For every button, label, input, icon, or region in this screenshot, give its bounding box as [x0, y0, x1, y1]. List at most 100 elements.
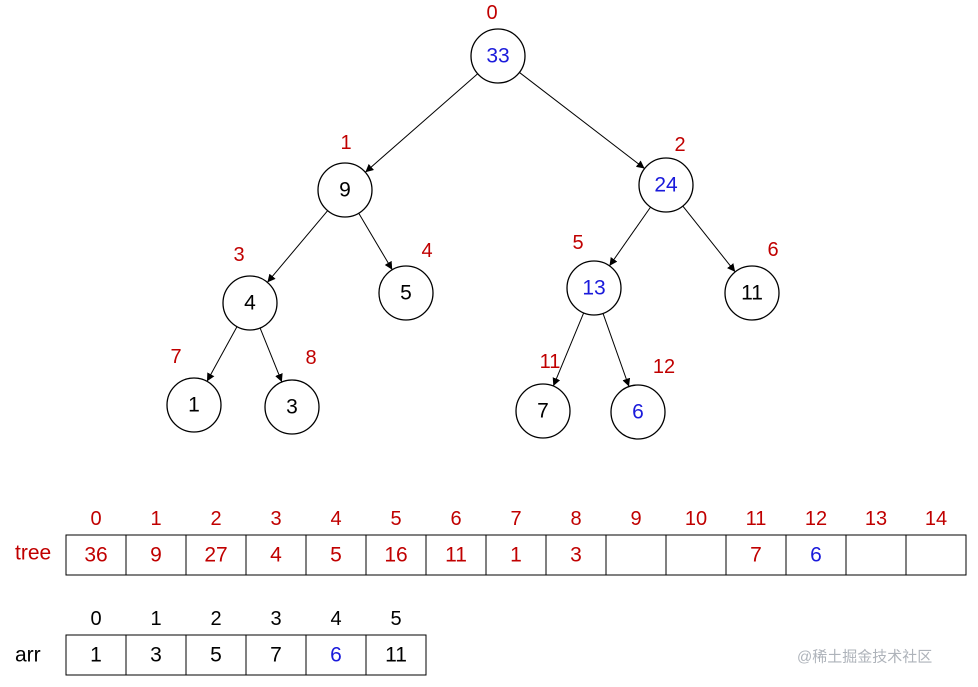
array-cell-index: 4: [330, 508, 341, 530]
tree-array-cell-5: 16 5: [365, 508, 427, 576]
array-cell-index: 3: [270, 508, 281, 530]
array-cell-index: 12: [805, 508, 827, 530]
tree-node-index: 12: [653, 356, 675, 378]
array-cell-box: [65, 534, 127, 576]
array-cell-value: 7: [750, 544, 762, 567]
array-cell-index: 9: [630, 508, 641, 530]
array-cell-value: 6: [810, 544, 822, 567]
array-cell-index: 2: [210, 508, 221, 530]
arr-array-cell-5: 11 5: [365, 608, 427, 676]
array-cell-box: [65, 634, 127, 676]
array-cell-index: 14: [925, 508, 947, 530]
tree-node-index: 11: [540, 351, 561, 373]
tree-array-cell-12: 6 12: [785, 508, 847, 576]
tree-array-cell-1: 91: [125, 508, 187, 576]
array-cell-index: 8: [570, 508, 581, 530]
tree-node-index: 6: [767, 239, 778, 261]
array-cell-box: [125, 534, 187, 576]
tree-array-cell-8: 38: [545, 508, 607, 576]
array-cell-index: 3: [270, 608, 281, 630]
tree-node-index: 4: [421, 240, 432, 262]
watermark: @稀土掘金技术社区: [797, 649, 932, 666]
tree-array-cell-2: 27 2: [185, 508, 247, 576]
tree-edge-0-1: [364, 73, 479, 173]
array-cell-box: [725, 534, 787, 576]
array-cell-box: [365, 534, 427, 576]
tree-edge-2-6: [682, 205, 736, 273]
tree-edge-2-5: [609, 206, 651, 267]
tree-array-cell-6: 116: [425, 508, 487, 576]
tree-node-circle: [610, 384, 666, 440]
arr-array-cell-0: 10: [65, 608, 127, 676]
arr-array-cell-1: 31: [125, 608, 187, 676]
array-cell-value: 9: [150, 544, 162, 567]
array-cell-box: [125, 634, 187, 676]
array-cell-value: 3: [150, 644, 162, 667]
array-cell-index: 5: [390, 508, 401, 530]
tree-edge-1-3: [266, 210, 329, 283]
array-cell-index: 1: [150, 508, 161, 530]
array-cell-index: 2: [210, 608, 221, 630]
tree-node-value: 24: [654, 174, 678, 197]
tree-node-12: 612: [610, 356, 675, 440]
tree-edge-0-2: [519, 72, 645, 169]
tree-node-value: 11: [741, 282, 763, 305]
tree-node-5: 13 5: [566, 232, 622, 316]
tree-node-index: 1: [340, 132, 351, 154]
tree-node-value: 7: [537, 400, 549, 423]
tree-array-cell-0: 360: [65, 508, 127, 576]
tree-node-6: 116: [724, 239, 780, 321]
array-cell-value: 6: [330, 644, 342, 667]
array-cell-box: [305, 534, 367, 576]
arr-array-cell-2: 52: [185, 608, 247, 676]
tree-node-value: 13: [582, 277, 605, 300]
arr-array-label: arr: [15, 644, 41, 667]
tree-node-index: 0: [486, 2, 497, 24]
array-cell-index: 7: [510, 508, 521, 530]
array-cell-box: [905, 534, 967, 576]
array-cell-value: 11: [445, 544, 467, 567]
array-cell-value: 27: [204, 544, 227, 567]
array-cell-box: [245, 634, 307, 676]
array-cell-index: 11: [746, 508, 767, 530]
array-cell-value: 7: [270, 644, 282, 667]
tree-node-index: 5: [572, 232, 583, 254]
tree-node-value: 4: [244, 292, 256, 315]
tree-node-circle: [166, 377, 222, 433]
tree-node-3: 43: [222, 244, 278, 331]
tree-node-value: 5: [400, 282, 412, 305]
tree-node-circle: [264, 379, 320, 435]
tree-edge-1-4: [358, 212, 393, 271]
tree-node-circle: [724, 265, 780, 321]
tree-array-cell-3: 43: [245, 508, 307, 576]
array-cell-box: [605, 534, 667, 576]
array-cell-value: 1: [510, 544, 522, 567]
tree-node-4: 54: [378, 240, 434, 321]
tree-edge-3-8: [259, 327, 283, 383]
arr-array-cell-4: 64: [305, 608, 367, 676]
array-cell-index: 5: [390, 608, 401, 630]
array-cell-value: 1: [90, 644, 102, 667]
tree-node-0: 330: [470, 2, 526, 84]
tree-node-index: 3: [233, 244, 244, 266]
tree-edge-5-12: [602, 313, 631, 387]
array-cell-index: 13: [865, 508, 887, 530]
tree-node-11: 7 11: [515, 351, 571, 439]
array-cell-value: 16: [384, 544, 407, 567]
array-cell-box: [485, 534, 547, 576]
tree-node-circle: [566, 260, 622, 316]
array-cell-index: 0: [90, 508, 101, 530]
tree-node-index: 8: [305, 347, 316, 369]
tree-edge-3-7: [206, 326, 238, 382]
tree-node-8: 38: [264, 347, 320, 435]
tree-node-circle: [378, 265, 434, 321]
tree-node-circle: [515, 383, 571, 439]
array-cell-value: 11: [385, 644, 407, 667]
tree-node-index: 7: [170, 346, 181, 368]
array-cell-box: [665, 534, 727, 576]
tree-node-circle: [317, 162, 373, 218]
tree-array-cell-11: 7 11: [725, 508, 787, 576]
tree-edges: [206, 72, 736, 387]
array-cell-value: 4: [270, 544, 282, 567]
